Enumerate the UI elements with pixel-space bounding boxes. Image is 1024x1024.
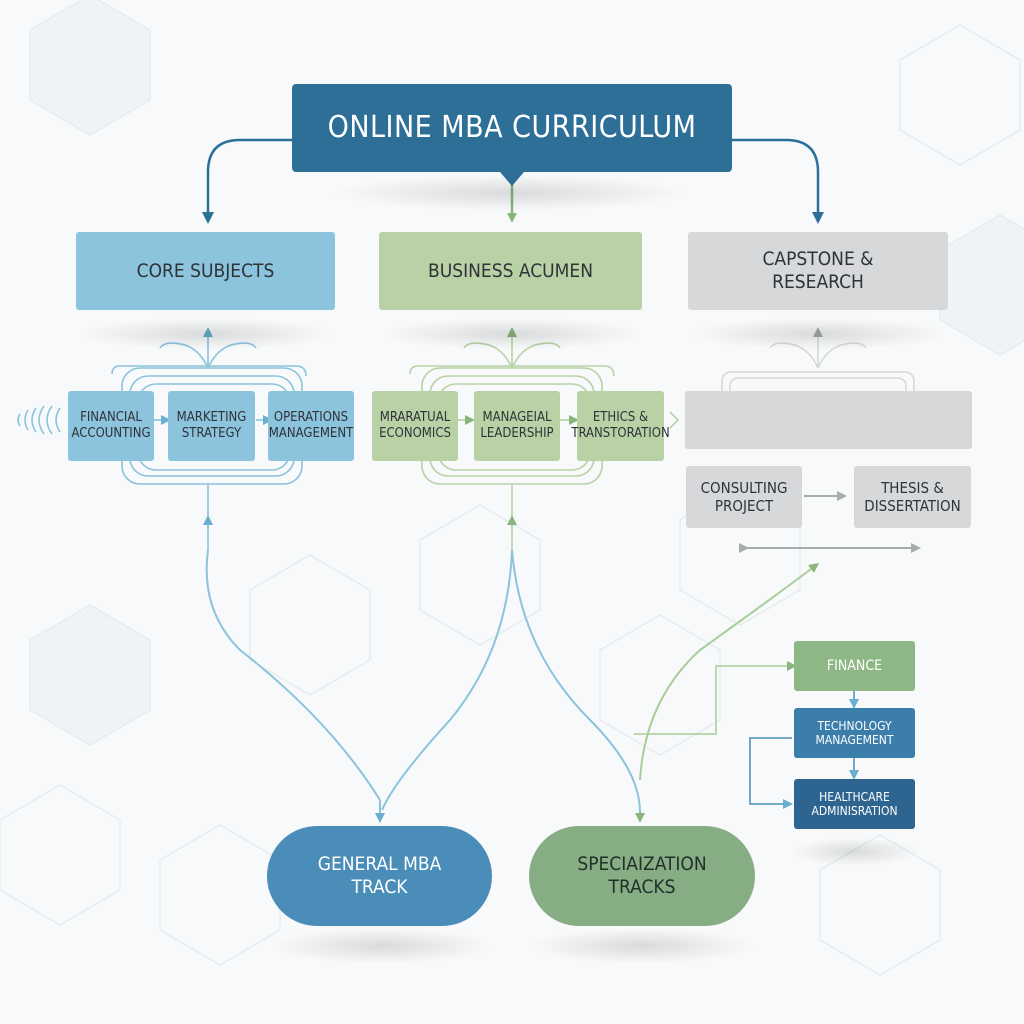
specialization-list-shadow bbox=[790, 838, 920, 866]
general-mba-track[interactable]: GENERAL MBA TRACK bbox=[267, 826, 492, 926]
course-marketing-strategy[interactable]: MARKETING STRATEGY bbox=[168, 391, 255, 461]
capstone-shadow bbox=[688, 318, 948, 350]
specialization-tracks[interactable]: SPECIAIZATION TRACKS bbox=[529, 826, 755, 926]
capstone-empty-bar bbox=[685, 391, 972, 449]
course-ethics[interactable]: ETHICS & TRANSTORATION bbox=[571, 391, 670, 461]
specialization-finance[interactable]: FINANCE bbox=[794, 641, 915, 691]
capstone-research-box[interactable]: CAPSTONE & RESEARCH bbox=[688, 232, 948, 310]
hexagon-pattern bbox=[0, 0, 1024, 976]
core-shadow bbox=[76, 318, 336, 350]
title-shadow bbox=[330, 175, 690, 211]
acumen-shadow bbox=[380, 318, 642, 350]
specialization-technology-management[interactable]: TECHNOLOGY MANAGEMENT bbox=[794, 708, 915, 758]
course-economics[interactable]: MRARATUAL ECONOMICS bbox=[372, 391, 458, 461]
course-financial-accounting[interactable]: FINANCIAL ACCOUNTING bbox=[68, 391, 154, 461]
curriculum-title: ONLINE MBA CURRICULUM bbox=[292, 84, 732, 172]
specialization-healthcare-administration[interactable]: HEALTHCARE ADMINISRATION bbox=[794, 779, 915, 829]
core-subjects-box[interactable]: CORE SUBJECTS bbox=[76, 232, 335, 310]
business-acumen-box[interactable]: BUSINESS ACUMEN bbox=[379, 232, 642, 310]
specialization-track-shadow bbox=[530, 928, 756, 964]
consulting-project-box[interactable]: CONSULTING PROJECT bbox=[686, 466, 802, 528]
thesis-dissertation-box[interactable]: THESIS & DISSERTATION bbox=[854, 466, 971, 528]
course-leadership[interactable]: MANAGEIAL LEADERSHIP bbox=[474, 391, 560, 461]
general-track-shadow bbox=[270, 928, 492, 964]
course-operations-management[interactable]: OPERATIONS MANAGEMENT bbox=[268, 391, 354, 461]
